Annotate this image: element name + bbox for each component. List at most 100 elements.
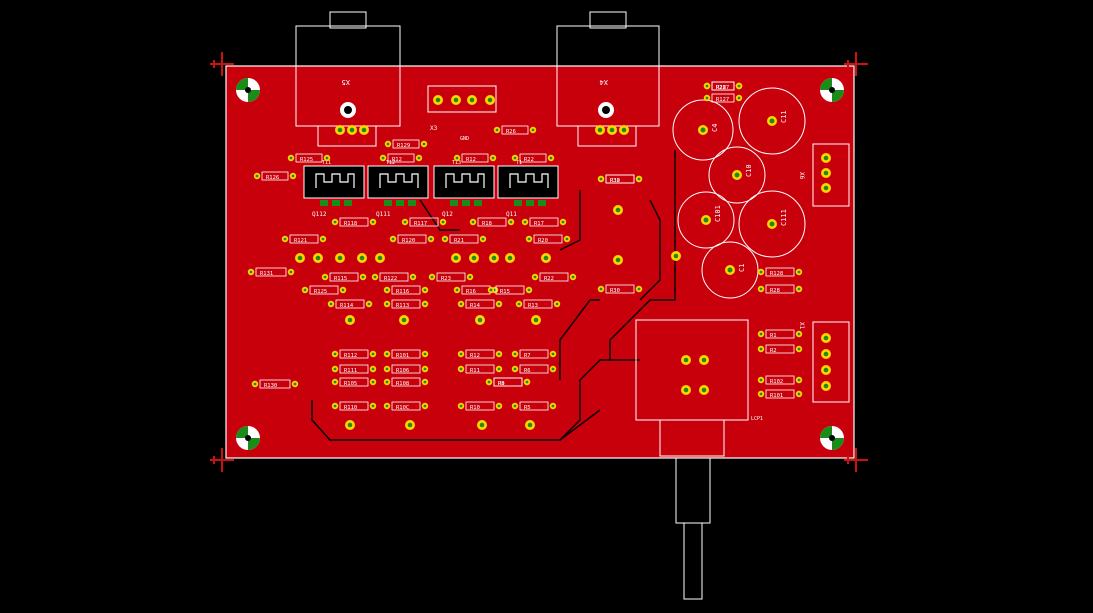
resistor: R12 xyxy=(379,153,423,163)
pad xyxy=(451,253,461,263)
heatsink-tag: T1 xyxy=(516,160,522,166)
pad xyxy=(475,315,485,325)
copper-trace xyxy=(419,199,460,231)
resistor: R111 xyxy=(331,364,377,374)
resistor: R131 xyxy=(247,267,295,277)
resistor-label: R115 xyxy=(334,276,347,282)
terminal-right-top-label: X6 xyxy=(798,172,805,180)
resistor: R12 xyxy=(453,153,497,163)
terminal-right-top[interactable]: X6 xyxy=(798,143,850,207)
resistor-label: R125 xyxy=(314,289,327,295)
terminal-top-note: GND xyxy=(460,136,469,142)
pad xyxy=(295,253,305,263)
transistor-label: Q12 xyxy=(442,211,453,218)
resistor: R11 xyxy=(457,364,503,374)
resistor: R2 xyxy=(757,344,803,354)
terminal-top-label: X3 xyxy=(430,125,438,132)
resistor-label: R111 xyxy=(344,368,357,374)
pad xyxy=(451,95,461,105)
resistor-label: R23 xyxy=(441,276,451,282)
capacitor-c111: C111 xyxy=(738,190,806,258)
resistor-label: R127 xyxy=(716,97,729,103)
pcb-board[interactable] xyxy=(225,65,855,459)
terminal-right-bottom-label: X1 xyxy=(798,322,805,330)
resistor-label: R7 xyxy=(524,353,531,359)
resistor-label: R21 xyxy=(454,238,464,244)
resistor-label: R12 xyxy=(466,157,476,163)
resistor: R7 xyxy=(511,349,557,359)
pad xyxy=(821,333,831,343)
resistor: R22 xyxy=(511,153,555,163)
capacitor-label: C11 xyxy=(780,110,788,123)
resistor-label: R108 xyxy=(396,381,409,387)
resistor: R21 xyxy=(441,234,487,244)
terminal-top[interactable]: X3 GND xyxy=(427,85,497,142)
resistor: R26 xyxy=(493,125,537,135)
jack-right-label: X4 xyxy=(600,78,608,86)
capacitor-c1: C1 xyxy=(701,241,759,299)
resistor-label: R117 xyxy=(414,221,427,227)
resistor-label: R17 xyxy=(534,221,544,227)
resistor: R121 xyxy=(281,234,327,244)
resistor-label: R110 xyxy=(344,405,357,411)
mounting-hole xyxy=(236,426,260,450)
pad xyxy=(335,125,345,135)
resistor: R17 xyxy=(521,217,567,227)
pad xyxy=(505,253,515,263)
resistor: R106 xyxy=(383,364,429,374)
resistor-label: R10C xyxy=(396,405,409,411)
pad xyxy=(821,183,831,193)
capacitor-label: C1 xyxy=(738,264,746,272)
resistor-label: R16 xyxy=(466,289,476,295)
resistor-label: R101 xyxy=(770,393,783,399)
terminal-right-bottom[interactable]: X1 xyxy=(798,321,850,403)
resistor: R10 xyxy=(457,401,503,411)
pad xyxy=(467,95,477,105)
resistor: R108 xyxy=(383,377,429,387)
resistor: R30 xyxy=(597,284,643,294)
resistor: R127 xyxy=(703,93,743,103)
resistor: R125 xyxy=(301,285,347,295)
capacitor-label: C10 xyxy=(745,164,753,177)
resistor: R10C xyxy=(383,401,429,411)
corner-mark xyxy=(844,448,868,472)
potentiometer-body[interactable]: LCP1 xyxy=(635,319,763,457)
resistor-label: R128 xyxy=(770,271,783,277)
resistor: R101 xyxy=(383,349,429,359)
copper-trace xyxy=(311,400,601,441)
resistor: R23 xyxy=(428,272,474,282)
jack-right[interactable]: X4 xyxy=(556,11,660,147)
jack-left[interactable]: X5 xyxy=(295,11,401,147)
pad xyxy=(821,365,831,375)
mounting-hole xyxy=(820,426,844,450)
resistor-label: R113 xyxy=(396,303,409,309)
resistor-label: R28 xyxy=(716,85,726,91)
heatsink-transistor: Q11 T1 xyxy=(497,160,559,218)
pad xyxy=(335,253,345,263)
resistor-label: R12 xyxy=(470,353,480,359)
transistor-label: Q11 xyxy=(506,211,517,218)
resistor: R105 xyxy=(331,377,377,387)
resistor-label: R14 xyxy=(470,303,481,309)
corner-mark xyxy=(844,52,868,76)
pad xyxy=(405,420,415,430)
resistor: R14 xyxy=(457,299,503,309)
pad xyxy=(613,205,623,215)
pad xyxy=(313,253,323,263)
resistor-label: R32 xyxy=(610,178,620,184)
resistor-label: R15 xyxy=(500,289,510,295)
jack-left-label: X5 xyxy=(342,78,350,86)
pad xyxy=(477,420,487,430)
corner-marks xyxy=(210,52,868,472)
corner-mark xyxy=(210,448,234,472)
capacitor-c101: C101 xyxy=(677,191,735,249)
resistor-label: R11 xyxy=(470,368,480,374)
resistor-label: R1 xyxy=(770,333,777,339)
resistor-label: R105 xyxy=(344,381,357,387)
resistor-label: R112 xyxy=(344,353,357,359)
pad xyxy=(699,385,709,395)
